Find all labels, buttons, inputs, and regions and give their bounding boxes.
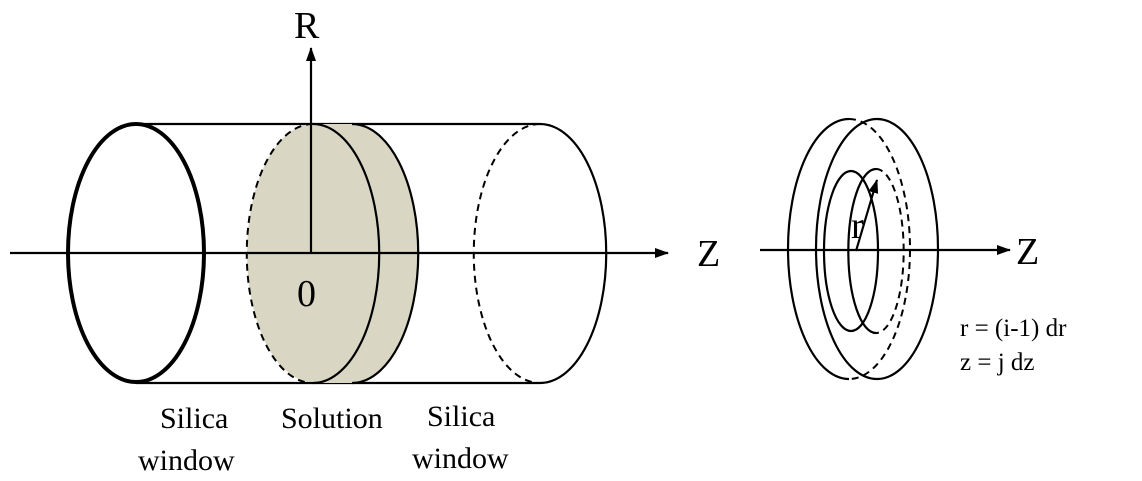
radius-arrow <box>854 179 879 252</box>
radius-label: r <box>851 205 864 247</box>
inner-ring-back-right <box>875 168 905 334</box>
right-window-label-line2: window <box>412 442 509 475</box>
z-axis-label: Z <box>697 233 720 275</box>
right-z-axis-label: Z <box>1016 231 1039 273</box>
left-window-label-line2: window <box>138 444 235 477</box>
left-window-label-line1: Silica <box>160 402 228 435</box>
equation-r: r = (i-1) dr <box>960 315 1067 342</box>
equation-z: z = j dz <box>960 349 1035 376</box>
origin-label: 0 <box>297 273 316 315</box>
outer-ring-front-right <box>848 118 911 380</box>
right-window-label-line1: Silica <box>427 400 495 433</box>
solution-label: Solution <box>281 402 383 435</box>
r-axis-label: R <box>294 5 320 47</box>
